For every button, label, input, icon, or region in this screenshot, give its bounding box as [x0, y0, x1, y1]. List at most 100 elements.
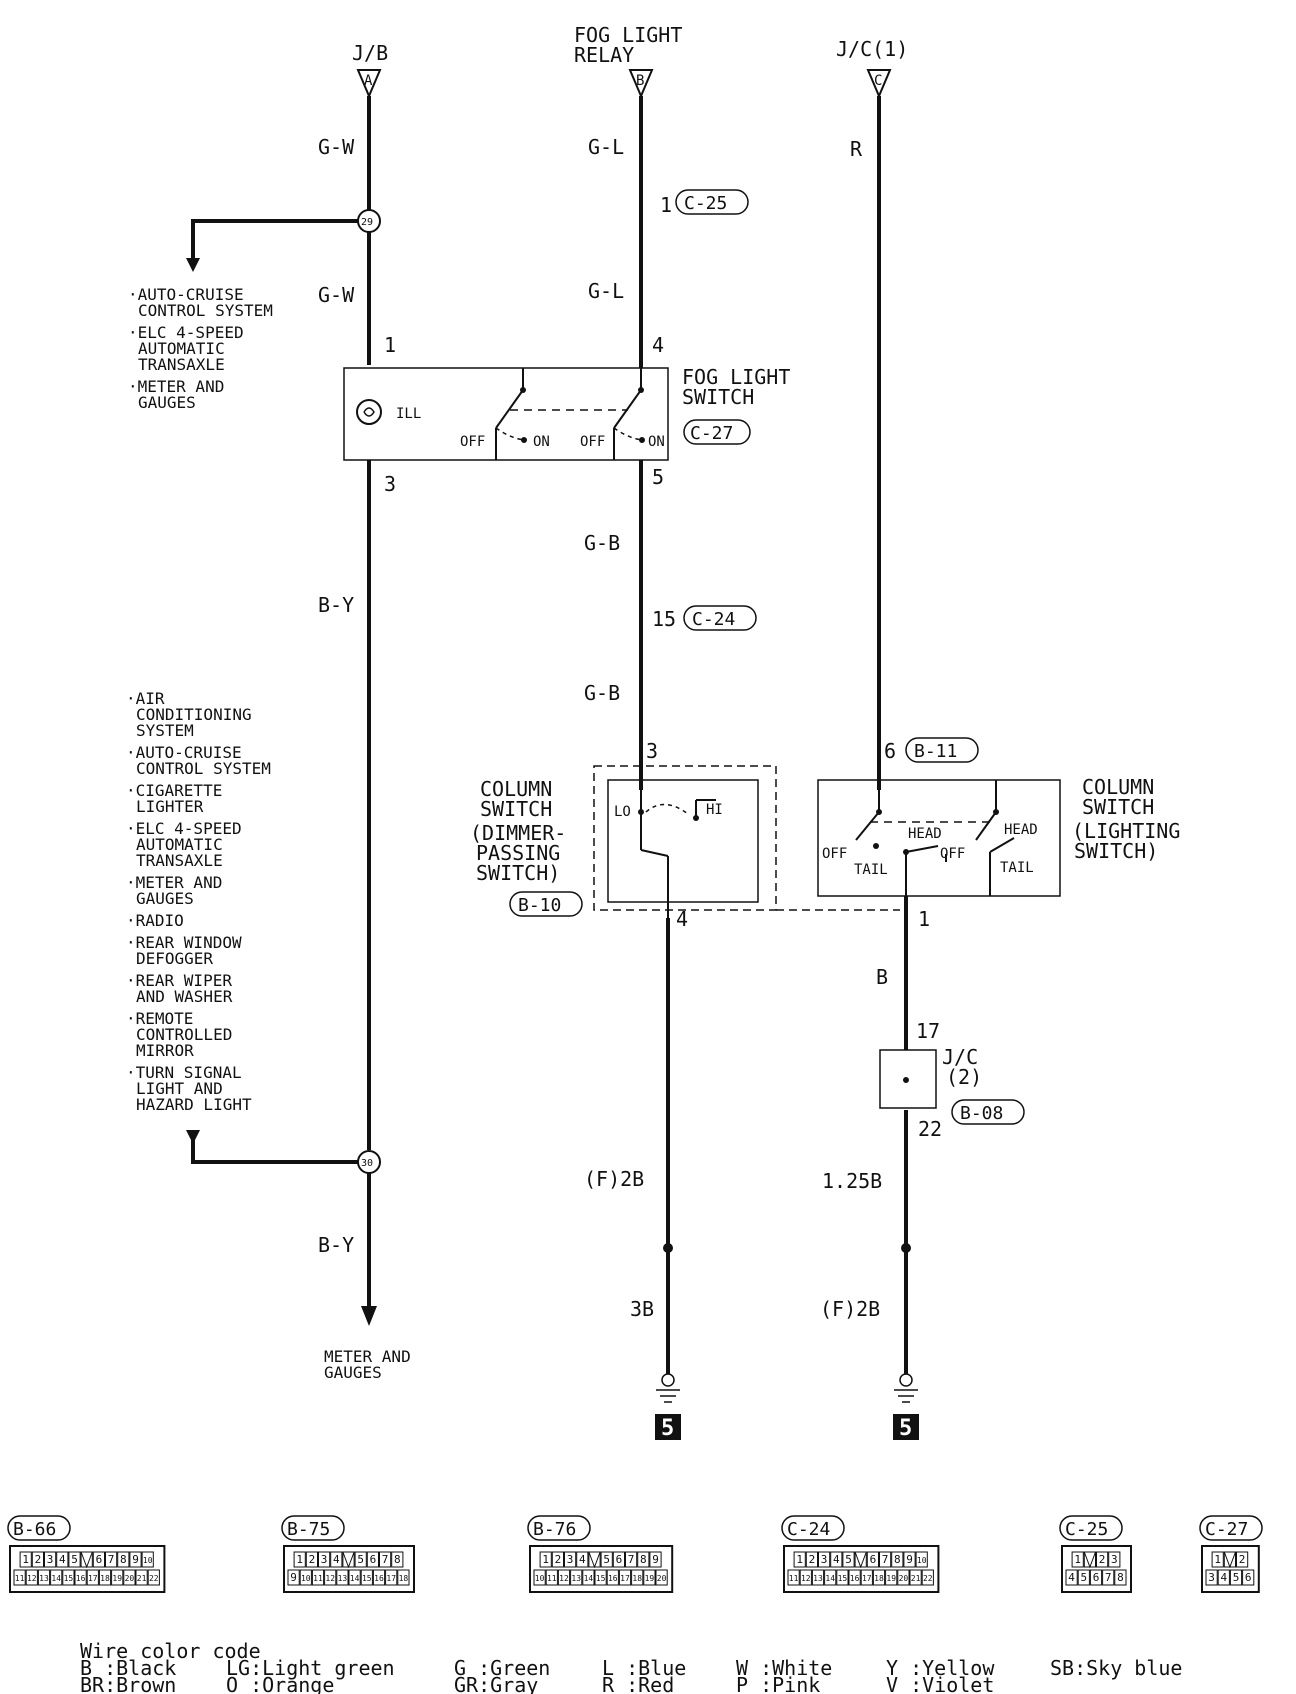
connector-pin-cell: [848, 1569, 861, 1586]
connector-pin-cell: [618, 1569, 632, 1586]
connector-pin-cell: [354, 1551, 367, 1568]
connector-pin-number: 8: [394, 1553, 401, 1566]
connector-pin-number: 1: [796, 1553, 803, 1566]
wire-label-gl-2: G-L: [588, 279, 624, 303]
dimmer-switch-contacts: [640, 790, 716, 918]
legend-entry: Y :Yellow: [886, 1656, 995, 1680]
connector-c24-label: C-24: [692, 609, 735, 630]
connector-pin-number: 10: [535, 1574, 545, 1583]
connector-pin-number: 14: [825, 1574, 835, 1583]
branch-bottom-item: ·CIGARETTE: [126, 781, 222, 800]
lighting-title-line: SWITCH): [1074, 839, 1158, 863]
lighting-tail-2: TAIL: [1000, 860, 1034, 876]
connector-pin-number: 7: [108, 1553, 115, 1566]
connector-pin-cell: [606, 1569, 619, 1586]
connector-pin-number: 9: [652, 1553, 659, 1566]
connector-b10-label: B-10: [518, 895, 561, 916]
pin-4-fog: 4: [652, 333, 664, 357]
connector-pin-number: 16: [850, 1574, 860, 1583]
connector-pin-cell: [117, 1551, 130, 1568]
wire-label-b: B: [876, 965, 888, 989]
pin-1-col: 1: [918, 907, 930, 931]
connector-pin-cell: [885, 1569, 898, 1586]
terminal-a-letter: A: [364, 73, 373, 89]
pin-1-left: 1: [384, 333, 396, 357]
connector-view-label: C-25: [1065, 1519, 1108, 1540]
wire-label-gw-2: G-W: [318, 283, 355, 307]
connector-view-tag: [281, 1515, 345, 1541]
connector-pin-cell: [62, 1569, 75, 1586]
connector-pin-cell: [799, 1569, 812, 1586]
branch-bottom-item: DEFOGGER: [136, 949, 213, 968]
connector-pin-number: 22: [923, 1574, 933, 1583]
connector-pin-number: 12: [801, 1574, 811, 1583]
connector-pin-number: 5: [357, 1553, 364, 1566]
connector-pin-number: 6: [870, 1553, 877, 1566]
branch-bottom-item: ·REMOTE: [126, 1009, 193, 1028]
connector-pin-number: 12: [27, 1574, 37, 1583]
fog-switch-title-2: SWITCH: [682, 385, 754, 409]
legend-entry: B :Black: [80, 1656, 176, 1680]
connector-pin-cell: [324, 1569, 337, 1586]
connector-pin-cell: [533, 1569, 546, 1586]
connector-pin-number: 15: [838, 1574, 848, 1583]
connector-pin-number: 17: [620, 1574, 630, 1583]
dimmer-contact-dot: [638, 809, 644, 815]
branch-bottom-item: ·AIR: [126, 689, 165, 708]
fog-contact-dot: [521, 437, 527, 443]
connector-pin-cell: [1114, 1569, 1127, 1586]
connector-key-mark: [342, 1551, 355, 1569]
connector-pin-cell: [397, 1569, 410, 1586]
connector-key-slot: [342, 1551, 355, 1568]
splice-dot-right: [901, 1243, 911, 1253]
connector-pin-number: 14: [350, 1574, 360, 1583]
wire-label-r: R: [850, 137, 863, 161]
connector-pin-number: 13: [39, 1574, 49, 1583]
connector-pin-cell: [1211, 1551, 1224, 1568]
connector-pin-cell: [1089, 1569, 1103, 1586]
connector-c25-label: C-25: [684, 193, 727, 214]
connector-pin-cell: [56, 1551, 69, 1568]
branch-bottom-item: CONDITIONING: [136, 705, 252, 724]
connector-c25-tag: [675, 189, 749, 215]
connector-pin-cell: [600, 1551, 613, 1568]
pin-22: 22: [918, 1117, 942, 1141]
connector-pin-cell: [74, 1569, 87, 1586]
branch-bottom-item: ·TURN SIGNAL: [126, 1063, 242, 1082]
connector-pin-number: 1: [296, 1553, 303, 1566]
branch-bottom-item: HAZARD LIGHT: [136, 1095, 252, 1114]
connector-pin-number: 12: [325, 1574, 335, 1583]
connector-pin-cell: [649, 1551, 662, 1568]
bulb-filament-icon: [363, 407, 375, 417]
connector-pin-cell: [551, 1551, 564, 1568]
connector-pin-number: 18: [874, 1574, 884, 1583]
connector-pin-cell: [612, 1551, 625, 1568]
branch-bottom-item: SYSTEM: [136, 721, 194, 740]
wire-label-gw-1: G-W: [318, 135, 355, 159]
wire-label-3b: 3B: [630, 1297, 654, 1321]
lighting-off-2: OFF: [940, 846, 965, 862]
connector-view-body: [783, 1545, 940, 1593]
connector-key-slot: [1223, 1551, 1237, 1568]
terminal-c-letter: C: [874, 73, 882, 89]
connector-pin-cell: [1242, 1569, 1255, 1586]
connector-pin-cell: [141, 1551, 154, 1568]
connector-pin-cell: [44, 1551, 57, 1568]
connector-pin-cell: [557, 1569, 571, 1586]
branch-bottom-item: CONTROLLED: [136, 1025, 232, 1044]
junction-30-label: 30: [361, 1158, 373, 1169]
pin-5-fog: 5: [652, 465, 664, 489]
left-circuit: [191, 96, 371, 1310]
connector-pin-cell: [287, 1569, 300, 1586]
junction-30: [357, 1150, 381, 1174]
source-fog-relay-label-1: FOG LIGHT: [574, 23, 682, 47]
branch-bottom-item: LIGHTER: [136, 797, 204, 816]
ground-badge-mid: [655, 1414, 681, 1440]
legend-entry: LG:Light green: [226, 1656, 395, 1680]
connector-pin-number: 20: [899, 1574, 909, 1583]
connector-key-mark: [80, 1551, 93, 1569]
connector-c27-tag: [683, 419, 751, 445]
source-fog-relay-label-2: RELAY: [574, 43, 634, 67]
